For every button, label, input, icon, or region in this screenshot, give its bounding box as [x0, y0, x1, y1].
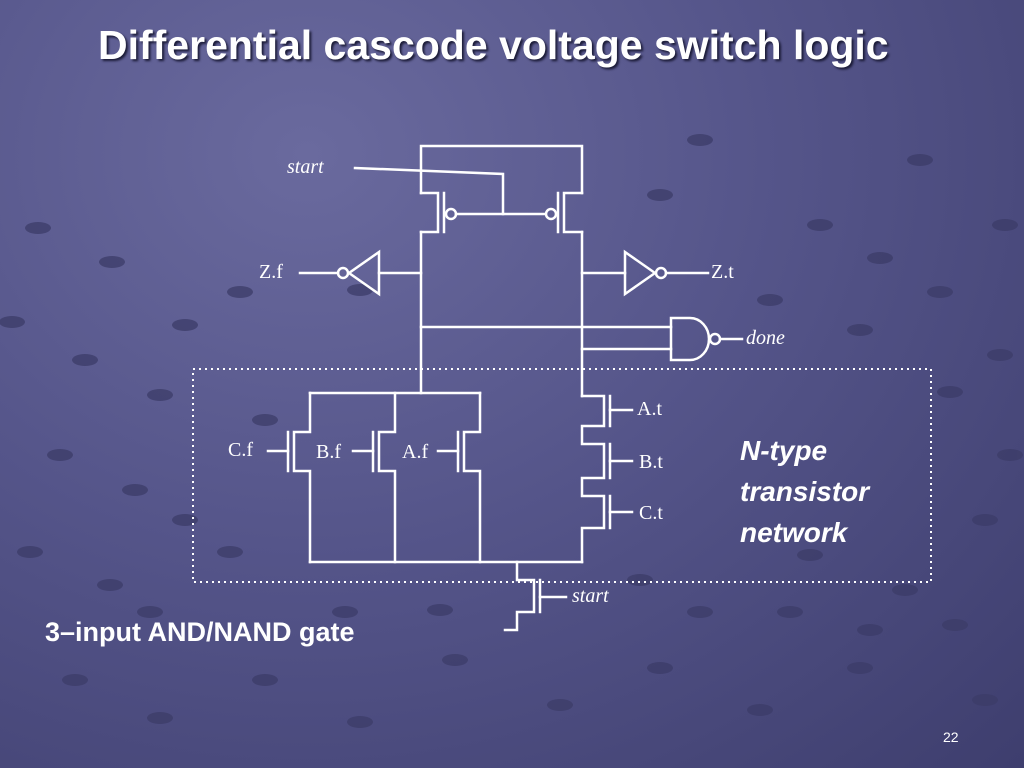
zf-inverter [298, 249, 423, 297]
ct-label: C.t [639, 502, 663, 524]
page-number: 22 [943, 729, 959, 745]
start-input-wire [353, 166, 505, 216]
cf-label: C.f [228, 439, 253, 461]
slide-title: Differential cascode voltage switch logi… [98, 22, 889, 68]
n-type-line-1: N-type [740, 435, 828, 466]
n-type-line-2: transistor [740, 476, 870, 507]
bt-label: B.t [639, 451, 663, 473]
false-rail-parallel-network [266, 391, 584, 564]
start-bottom-label: start [572, 585, 609, 607]
zt-label: Z.t [711, 261, 734, 283]
bf-label: B.f [316, 441, 341, 463]
zf-label: Z.f [259, 261, 283, 283]
done-nand-gate [669, 316, 744, 362]
zt-inverter [580, 249, 710, 297]
n-type-network-label: N-type transistor network [740, 430, 869, 553]
start-top-label: start [287, 156, 324, 178]
left-pmos-transistor [419, 191, 546, 234]
vdd-rail [419, 144, 584, 195]
footer-nmos-transistor [503, 560, 568, 632]
n-network-boundary [192, 368, 932, 583]
right-pmos-transistor [544, 191, 584, 234]
af-label: A.f [402, 441, 429, 463]
at-label: A.t [637, 398, 662, 420]
true-rail-series-stack [580, 394, 634, 564]
n-type-line-3: network [740, 517, 848, 548]
slide-caption: 3–input AND/NAND gate [45, 617, 355, 647]
done-label: done [746, 327, 785, 349]
